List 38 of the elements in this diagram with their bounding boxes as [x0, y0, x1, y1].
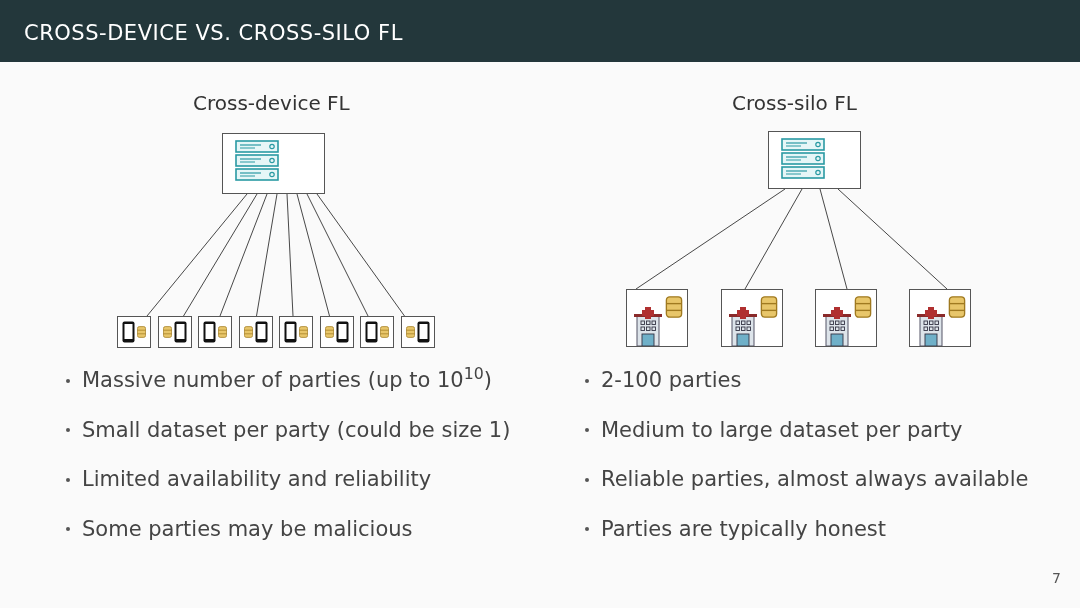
hospital-box [815, 289, 877, 347]
slide-title: CROSS-DEVICE VS. CROSS-SILO FL [24, 20, 403, 47]
column-heading: Cross-device FL [193, 90, 350, 117]
device-box [319, 316, 354, 348]
column-heading: Cross-silo FL [732, 90, 857, 117]
bullet-text: Limited availability and reliability [82, 466, 432, 493]
device-box [157, 316, 192, 348]
hospital-box [626, 289, 688, 347]
hospital-box [721, 289, 783, 347]
connector-line [306, 193, 369, 317]
device-box [400, 316, 435, 348]
bullet-text: Massive number of parties (up to 10$^{10}$) [82, 365, 492, 394]
device-box [360, 316, 394, 348]
connector-line [183, 193, 258, 317]
bullet-text: Medium to large dataset per party [601, 416, 963, 444]
connector-line [819, 188, 848, 290]
bullet-text: Parties are typically honest [601, 515, 887, 543]
bullet-text: Reliable parties, almost always available [601, 466, 1029, 493]
connector-line [146, 193, 248, 317]
connector-line [635, 188, 786, 290]
connector-line [316, 193, 405, 317]
hospital-box [909, 289, 971, 347]
bullet-text: 2-100 parties [601, 367, 742, 394]
bullet-text: Small dataset per party (could be size 1) [82, 416, 511, 444]
server-box [768, 131, 861, 189]
device-box [279, 316, 313, 348]
device-box [198, 316, 232, 348]
device-box [117, 316, 151, 348]
connector-line [837, 188, 948, 290]
bullet-text: Some parties may be malicious [82, 515, 413, 543]
connector-line [744, 188, 803, 290]
page-number: 7 [1052, 569, 1061, 588]
connector-line [286, 193, 294, 317]
connector-line [256, 193, 278, 317]
connector-line [296, 193, 330, 317]
connector-line [219, 193, 268, 317]
device-box [238, 316, 273, 348]
server-box [222, 133, 325, 194]
